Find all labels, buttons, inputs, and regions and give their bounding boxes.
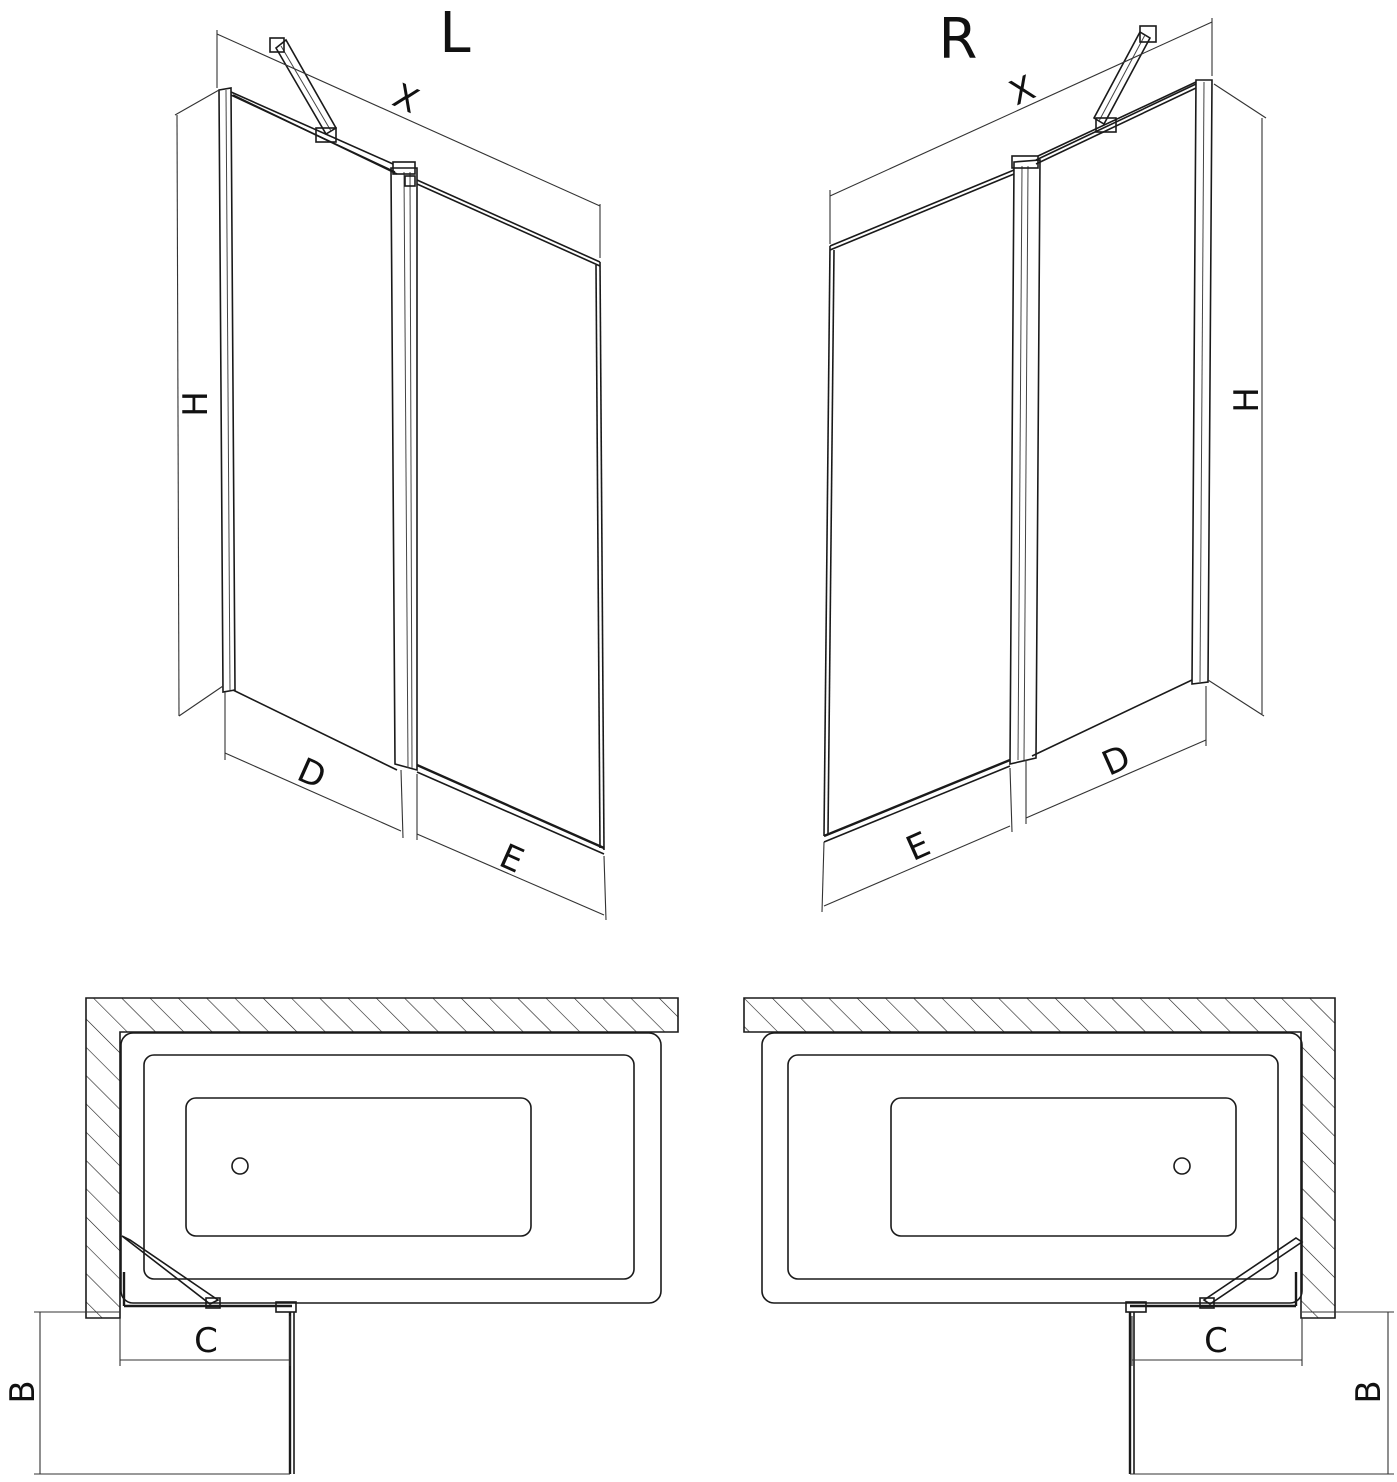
left-title: L [439,1,470,66]
left-dimension-c: C [119,1316,291,1366]
right-label-x: X [1004,68,1042,114]
right-label-h: H [1227,387,1267,413]
right-top-rail [1037,81,1197,157]
right-label-d: D [1096,737,1136,784]
left-label-d: D [291,750,331,797]
left-drain-icon [231,1157,249,1175]
right-fixed-panel [1031,83,1197,757]
left-label-c: C [194,1321,218,1361]
right-label-c: C [1204,1321,1228,1361]
right-middle-profile [1009,155,1041,766]
left-top-view: C B [3,997,679,1475]
right-wall-profile [1191,79,1213,685]
left-wall-profile [218,87,236,693]
right-label-b: B [1349,1380,1389,1403]
left-wall-hatch [85,997,679,1319]
right-top-view: C B [743,997,1394,1475]
right-perspective-view: X H D E R [821,7,1267,913]
right-dimension-e: E [821,767,1013,913]
right-sliding-panel [823,169,1015,843]
left-bathtub-inner [143,1054,635,1280]
right-dimension-d: D [1025,686,1207,824]
left-stabilizer-bar [269,37,338,143]
left-top-rail [230,91,394,165]
left-dimension-e: E [416,774,607,921]
left-middle-profile [390,161,418,772]
left-sliding-panel [416,179,605,855]
right-wall-hatch [743,997,1336,1319]
left-dimension-b: B [3,1311,290,1475]
left-bathtub-basin [185,1097,532,1237]
left-dimension-d: D [224,692,404,839]
right-dimension-b: B [1130,1311,1394,1475]
right-title: R [939,7,978,72]
right-stabilizer-bar [1092,25,1157,133]
left-dimension-x: X [216,30,601,258]
right-bathtub-rim [761,1032,1303,1304]
right-screen-plan [1125,1237,1304,1474]
left-label-x: X [387,76,425,122]
right-bathtub-basin [890,1097,1237,1237]
right-dimension-c: C [1131,1316,1303,1366]
left-label-e: E [494,836,530,881]
right-bathtub-inner [787,1054,1279,1280]
left-label-h: H [176,391,216,417]
left-fixed-panel [230,94,398,771]
left-dimension-h: H [174,89,224,717]
right-drain-icon [1173,1157,1191,1175]
left-label-b: B [3,1380,43,1403]
left-bathtub-rim [120,1032,662,1304]
left-perspective-view: X H D E L [174,1,607,921]
right-label-e: E [900,824,936,869]
right-dimension-h: H [1207,83,1267,717]
right-dimension-x: X [829,18,1213,244]
